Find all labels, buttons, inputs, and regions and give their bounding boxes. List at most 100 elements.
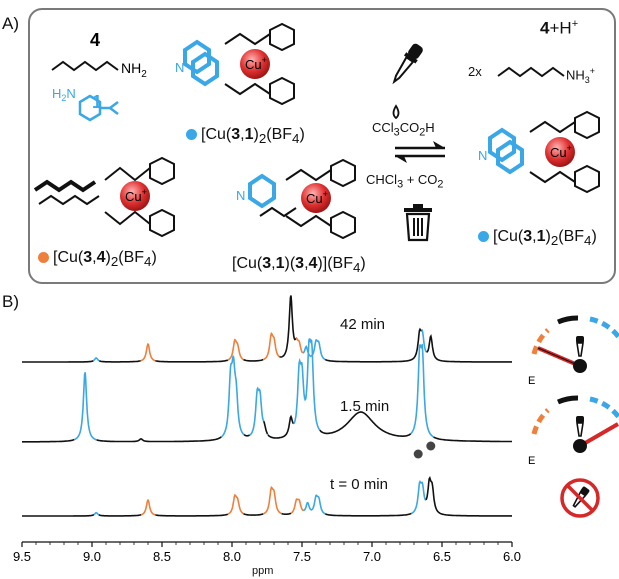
peak-marker-dot: [413, 449, 423, 459]
complex-mixed-arm-b: [285, 214, 332, 228]
spectrum-peak: [316, 362, 317, 363]
complex-31-top-cu: Cu+: [245, 55, 267, 72]
complex-31-top-label: [Cu(3,1)2(BF4): [186, 126, 305, 146]
spectrum-segment: [267, 414, 295, 439]
spectrum-peak: [290, 362, 291, 363]
spectrum-peak: [96, 516, 97, 517]
spectrum-trace: [22, 476, 512, 517]
spectrum-segment: [155, 513, 229, 517]
complex-31-right-ring-a: [488, 127, 516, 163]
spectrum-peak: [422, 442, 423, 443]
spectrum-segment: [281, 512, 292, 515]
spectrum-peak: [236, 442, 237, 443]
spectrum-peak: [302, 442, 303, 443]
spectrum-segment: [325, 327, 423, 363]
gauge-empty-letter: E: [528, 375, 535, 387]
spectrum-segment: [319, 411, 412, 437]
complex-mixed-structure: N Cu+: [236, 158, 356, 240]
cu-ion-icon: [545, 137, 575, 167]
spectrum-peak: [296, 362, 297, 363]
gauge-full-letter: E: [528, 455, 535, 467]
ammonium-group: NH3+: [566, 66, 596, 85]
compound-4-amine: NH2: [121, 60, 147, 80]
spectrum-segment: [96, 436, 222, 443]
fuel-gauge-full-icon: E: [528, 395, 619, 467]
spectrum-segment: [262, 331, 280, 361]
panel-a-schemes: 4 NH2 1 H2N N Cu+: [33, 22, 600, 242]
spectrum-trace: [22, 295, 512, 363]
ammonium-label: 4+H+: [540, 18, 579, 38]
spectrum-peak: [290, 442, 291, 443]
x-axis-tick-label: 7.5: [293, 549, 311, 564]
compound-1-ring: [78, 94, 102, 122]
complex-31-top-py-a: [269, 22, 295, 52]
no-dropper-icon: [560, 478, 600, 518]
spectrum-peak: [271, 516, 272, 517]
cu-ion-icon: [120, 181, 150, 211]
x-axis-label: ppm: [252, 565, 274, 577]
spectrum-segment: [262, 420, 269, 435]
spectrum-peak: [422, 516, 423, 517]
spectrum-segment: [425, 476, 512, 517]
dropper-icon: [392, 43, 423, 85]
spectrum-segment: [293, 338, 321, 431]
spectrum-segment: [266, 433, 269, 436]
blue-dot-icon: [478, 231, 489, 242]
spectrum-segment: [22, 438, 75, 443]
spectrum-segment: [243, 513, 264, 516]
spectrum-segment: [279, 295, 297, 358]
complex-31-right-label: [Cu(3,1)2(BF4): [478, 228, 597, 248]
complex-31-top-arm-a: [224, 32, 271, 46]
spectrum-peak: [318, 516, 319, 517]
compound-1-structure: 1 H2N: [52, 86, 119, 122]
spectrum-segment: [302, 339, 326, 361]
spectrum-peak: [234, 516, 235, 517]
spectrum-peak: [237, 516, 238, 517]
complex-31-right-arm-b: [529, 170, 576, 184]
spectrum-segment: [243, 358, 264, 362]
spectrum-peak: [148, 362, 149, 363]
complex-34-structure: Cu+: [33, 156, 175, 238]
complex-34-cu: Cu+: [125, 187, 147, 204]
spectrum-peak: [360, 442, 361, 443]
spectrum-peak: [432, 516, 433, 517]
complex-mixed-label: [Cu(3,1)(3,4)](BF4): [232, 255, 366, 276]
orange-dot-icon: [38, 252, 49, 263]
complex-mixed-py-a: [330, 158, 356, 188]
x-axis-tick-label: 8.5: [153, 549, 171, 564]
spectrum-peak: [318, 362, 319, 363]
complex-34-chain-b: [38, 194, 100, 206]
panel-a-label: A): [2, 14, 19, 33]
x-axis-tick-label: 7.0: [363, 549, 381, 564]
complex-31-right-cu: Cu+: [550, 143, 572, 160]
spectrum-segment: [227, 493, 244, 515]
complex-31-top-ring-b: [191, 51, 219, 87]
spectrum-peak: [309, 442, 310, 443]
spectrum-segment: [73, 372, 97, 441]
spectrum-segment: [410, 479, 427, 515]
spectrum-segment: [243, 434, 250, 437]
spectrum-peak: [316, 516, 317, 517]
spectrum-label-1-5-min: 1.5 min: [340, 398, 390, 415]
spectrum-segment: [227, 338, 244, 361]
complex-mixed-cu: Cu+: [306, 189, 328, 206]
spectrum-segment: [22, 513, 95, 517]
spectrum-segment: [262, 486, 282, 515]
compound-4-chain: [51, 60, 119, 72]
spectrum-segment: [303, 494, 326, 515]
spectrum-peak: [237, 362, 238, 363]
spectrum-segment: [93, 511, 100, 516]
x-axis-tick-label: 6.0: [503, 549, 521, 564]
complex-34-py-b: [149, 208, 175, 238]
ammonium-chain: [497, 66, 565, 78]
spectrum-label-t-0-min: t = 0 min: [330, 476, 388, 493]
spectrum-segment: [155, 359, 229, 363]
compound-4-structure: 4 NH2: [51, 30, 147, 80]
complex-34-arm-a: [104, 166, 151, 182]
spectrum-peak: [430, 362, 431, 363]
spectrum-segment: [22, 360, 94, 363]
compound-1-methyl-a: [109, 101, 119, 109]
spectrum-trace: [22, 338, 512, 443]
complex-31-top-py-b: [269, 76, 295, 106]
